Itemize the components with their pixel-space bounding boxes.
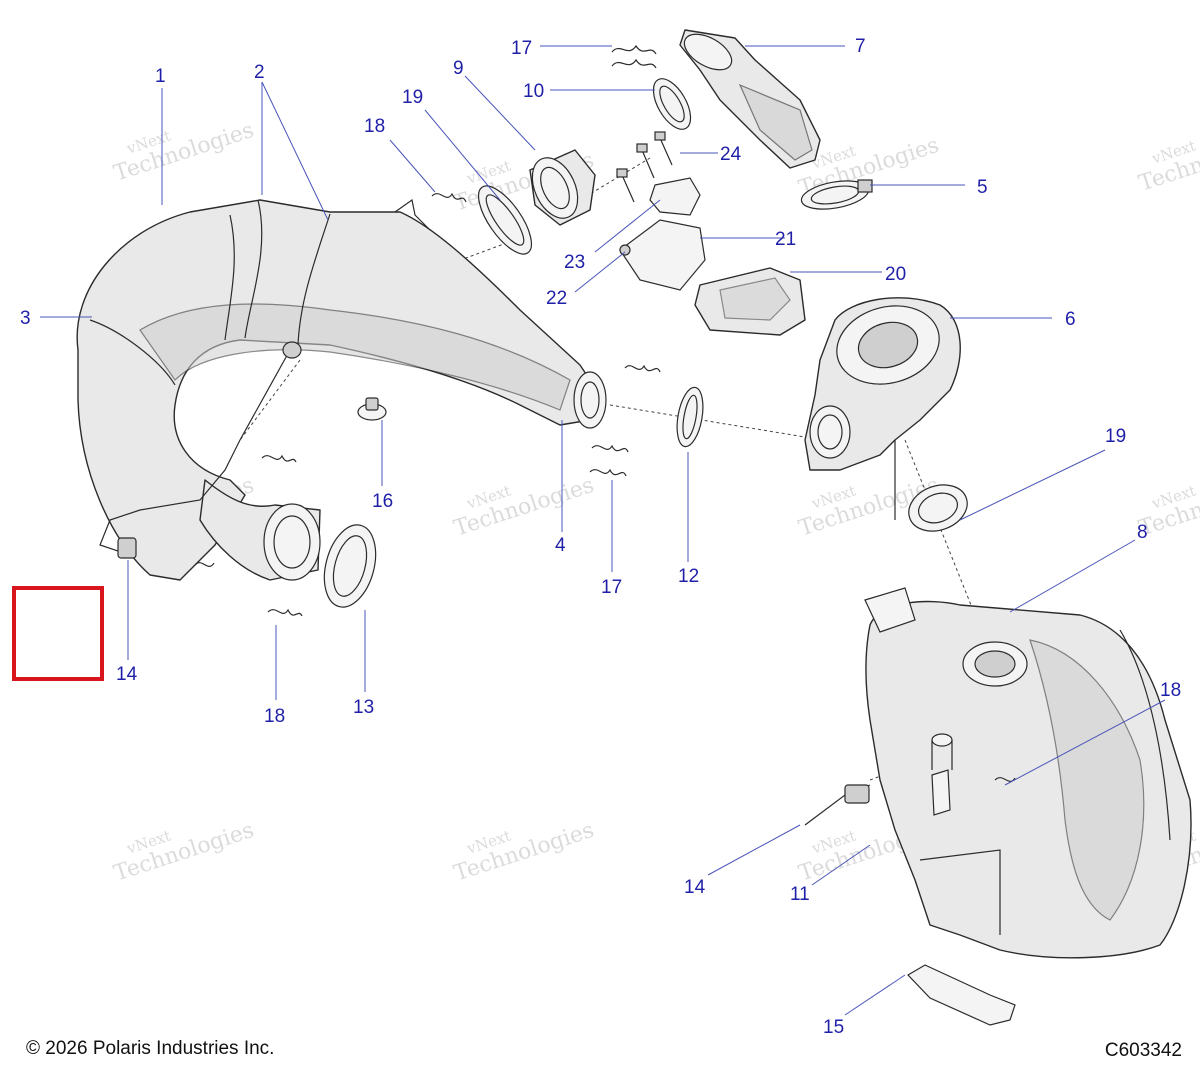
callout-19-top: 19 — [402, 87, 423, 108]
callout-20: 20 — [885, 264, 906, 285]
callout-8: 8 — [1137, 522, 1148, 543]
diagram-id: C603342 — [1104, 1040, 1182, 1061]
clamp-5 — [800, 179, 873, 210]
actuator-20 — [694, 267, 806, 336]
clamp-19-lower — [908, 484, 968, 532]
gasket-10 — [652, 78, 692, 130]
callout-19-right: 19 — [1105, 426, 1126, 447]
ring-13 — [323, 524, 377, 608]
callout-7: 7 — [855, 36, 866, 57]
bracket-23 — [649, 177, 701, 216]
clamp-19-upper — [477, 185, 533, 255]
plug-16 — [357, 397, 387, 421]
callout-10: 10 — [523, 81, 544, 102]
callout-6: 6 — [1065, 309, 1076, 330]
callout-15: 15 — [823, 1017, 844, 1038]
sensor-connector-14 — [804, 784, 871, 826]
callout-17-mid: 17 — [601, 577, 622, 598]
copyright-text: © 2026 Polaris Industries Inc. — [26, 1038, 275, 1059]
callout-13: 13 — [353, 697, 374, 718]
callout-23: 23 — [564, 252, 585, 273]
callout-2: 2 — [254, 62, 265, 83]
callout-18-top: 18 — [364, 116, 385, 137]
callout-9: 9 — [453, 58, 464, 79]
coupler-12 — [676, 386, 704, 448]
callout-21: 21 — [775, 229, 796, 250]
callout-1: 1 — [155, 66, 166, 87]
callout-14-left: 14 — [116, 664, 138, 685]
leader-lines — [40, 45, 1166, 1016]
callout-5: 5 — [977, 177, 988, 198]
callout-11: 11 — [790, 884, 810, 905]
callout-18-right: 18 — [1160, 680, 1181, 701]
callout-16: 16 — [372, 491, 393, 512]
highlight-box — [12, 586, 104, 681]
callout-4: 4 — [555, 535, 566, 556]
spring-18-right — [994, 777, 1016, 782]
mount-plate-21 — [619, 219, 706, 291]
callout-24: 24 — [720, 144, 742, 165]
spring-18-upper — [431, 192, 467, 203]
housing-6 — [804, 297, 961, 520]
callout-18-bottom: 18 — [264, 706, 285, 727]
callout-3: 3 — [20, 308, 31, 329]
muffler-8 — [864, 587, 1192, 959]
bolts-24 — [616, 131, 673, 203]
valve-housing-9 — [529, 149, 596, 226]
callout-14-right: 14 — [684, 877, 706, 898]
callout-17-top: 17 — [511, 38, 532, 59]
callout-12: 12 — [678, 566, 699, 587]
callout-22: 22 — [546, 288, 567, 309]
callouts: 1 2 3 4 5 6 7 8 9 10 11 12 13 14 14 15 1… — [20, 36, 1181, 1038]
heat-shield-15 — [907, 964, 1016, 1026]
expansion-chamber — [76, 198, 607, 581]
spring-17-top — [611, 44, 657, 69]
upper-elbow-pipe — [679, 29, 821, 169]
springs-mid — [194, 364, 661, 617]
